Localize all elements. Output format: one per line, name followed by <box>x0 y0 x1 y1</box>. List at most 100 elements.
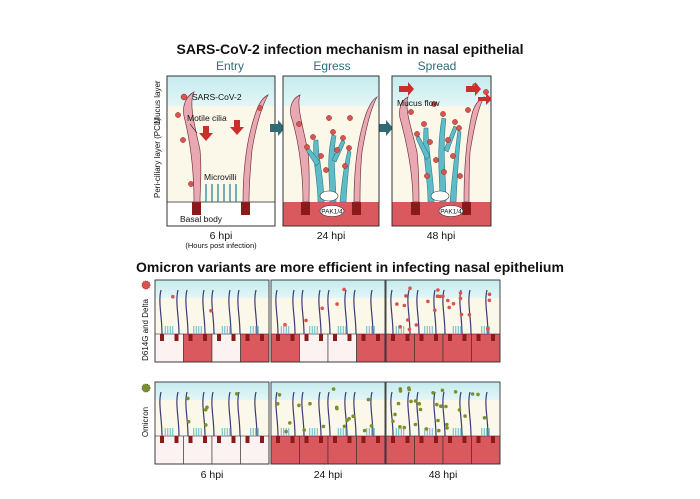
stage-label-spread: Spread <box>418 59 457 73</box>
basal-body <box>290 334 295 341</box>
side-label-pcl: Peri-ciliary layer (PCL) <box>153 118 162 198</box>
epithelial-cell <box>183 435 213 465</box>
sars-cov-2-virus <box>408 286 412 291</box>
motile-cilium <box>202 391 206 437</box>
bottom-time-6hpi: 6 hpi <box>201 469 224 481</box>
omicron-virus <box>437 428 441 433</box>
motile-cilium <box>228 391 232 437</box>
motile-cilium <box>353 96 378 203</box>
motile-cilium <box>254 289 258 335</box>
panel-egress: PAK1/4 <box>282 75 380 227</box>
epithelial-cell <box>327 333 357 363</box>
omicron-virus <box>302 428 307 432</box>
entry-arrow <box>230 120 244 135</box>
epithelial-cell <box>299 435 329 465</box>
motile-cilium <box>185 391 189 437</box>
basal-body <box>411 202 420 215</box>
omicron-virus <box>402 425 407 430</box>
epithelial-cell <box>442 333 472 363</box>
motile-cilium <box>159 391 163 437</box>
sars-cov-2-virus <box>404 294 408 298</box>
motile-cilium <box>442 391 446 437</box>
omicron-virus <box>362 428 367 433</box>
sars-cov-2-virus <box>171 294 175 299</box>
label-pak: PAK1/4 <box>321 209 343 216</box>
motile-cilium <box>353 391 357 437</box>
basal-body <box>448 436 452 443</box>
motile-cilium <box>399 96 420 203</box>
basal-body <box>476 334 481 341</box>
basal-body <box>304 436 309 443</box>
basal-body <box>419 334 424 341</box>
transition-arrow <box>270 120 285 136</box>
motile-cilium <box>416 289 420 335</box>
omicron-virus <box>331 387 336 391</box>
omicron-virus <box>418 407 423 412</box>
basal-body <box>160 334 164 341</box>
omicron-virus <box>235 392 239 396</box>
motile-cilium <box>275 289 279 335</box>
motile-cilium <box>202 289 206 335</box>
basal-body <box>391 436 395 443</box>
sars-cov-2-virus <box>458 291 463 295</box>
virus-icon-red <box>141 280 151 290</box>
omicron-virus <box>393 412 397 417</box>
epithelial-cell <box>356 435 386 465</box>
motile-cilium <box>370 391 374 437</box>
pak-vesicle <box>430 190 450 202</box>
sars-cov-2-virus <box>441 294 445 299</box>
basal-body <box>434 334 438 341</box>
omicron-virus <box>435 402 439 407</box>
epithelial-cell <box>356 333 386 363</box>
omicron-virus <box>284 429 288 434</box>
sars-cov-2-virus <box>426 299 430 304</box>
basal-body <box>304 334 309 341</box>
motile-cilium <box>176 391 180 437</box>
panel-border <box>391 75 492 227</box>
motile-cilium <box>390 391 394 437</box>
basal-body <box>245 334 250 341</box>
sars-cov-2-virus <box>209 308 213 313</box>
motile-cilium <box>442 289 446 335</box>
omicron-virus <box>453 390 458 394</box>
variant-strips <box>154 279 501 465</box>
basal-body <box>376 436 380 443</box>
epithelial-cell <box>154 333 184 363</box>
basal-body <box>174 334 179 341</box>
motile-cilium <box>159 289 163 335</box>
basal-body <box>260 334 264 341</box>
omicron-virus <box>482 416 487 420</box>
omicron-virus <box>369 424 374 428</box>
pak-badge <box>438 205 464 217</box>
basal-body <box>174 436 179 443</box>
sars-cov-2-virus <box>446 298 450 303</box>
omicron-virus <box>431 391 435 395</box>
mucus-layer <box>167 76 275 106</box>
sars-cov-2-virus <box>451 301 456 306</box>
basal-body <box>260 436 264 443</box>
sars-cov-2-virus <box>402 303 407 308</box>
omicron-virus <box>436 418 440 423</box>
motile-cilium <box>433 391 437 437</box>
omicron-virus <box>444 404 448 409</box>
variant-label-d614g-delta: D614G and Delta <box>141 299 150 361</box>
omicron-virus <box>391 419 395 424</box>
basal-body <box>192 202 201 215</box>
epithelial-cell <box>471 333 501 363</box>
omicron-virus <box>445 422 449 427</box>
omicron-virus <box>342 424 347 429</box>
sars-cov-2-virus <box>487 298 492 303</box>
omicron-virus <box>407 386 411 390</box>
omicron-virus <box>347 416 351 421</box>
panel-border <box>282 75 380 227</box>
omicron-virus <box>186 396 190 401</box>
sars-cov-2-virus <box>438 294 442 299</box>
omicron-virus <box>205 405 209 410</box>
panel-border <box>166 75 276 227</box>
omicron-virus <box>398 425 402 429</box>
epithelial-cell <box>471 435 501 465</box>
motile-cilium <box>275 391 279 437</box>
omicron-virus <box>470 392 475 396</box>
basal-body <box>462 202 471 215</box>
